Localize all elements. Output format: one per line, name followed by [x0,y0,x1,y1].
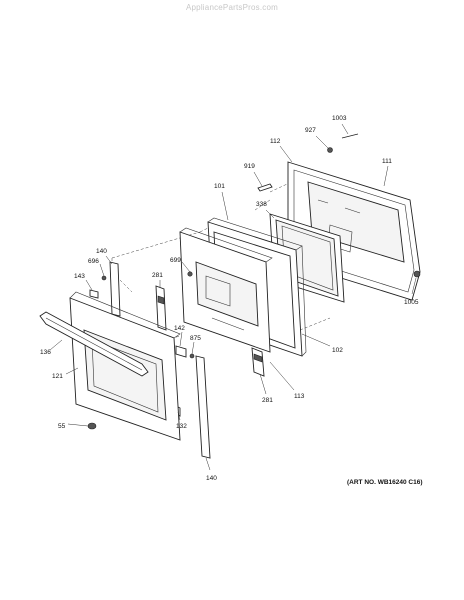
clip-919 [257,183,273,192]
callout-111: 111 [382,158,392,165]
callout-875: 875 [190,335,201,342]
callout-101: 101 [214,183,225,190]
outer-door [39,291,181,441]
callout-113: 113 [294,393,305,400]
door-hardware [257,133,421,278]
side-trim [109,261,211,459]
bumper-1005 [413,270,421,278]
callout-140-top: 140 [96,248,107,255]
callout-102: 102 [332,347,343,354]
callout-927: 927 [305,127,316,134]
callout-1003: 1003 [332,115,347,122]
screw-696 [101,275,107,281]
callout-121: 121 [52,373,63,380]
callout-281-right: 281 [262,397,273,404]
callout-699: 699 [170,257,181,264]
callout-919: 919 [244,163,255,170]
callout-112: 112 [270,138,281,145]
trim-140-bottom [195,355,211,459]
door-hinges [155,285,265,377]
trim-140-top [109,261,121,317]
callout-1005: 1005 [404,299,419,306]
callout-142: 142 [174,325,185,332]
callout-55: 55 [58,423,66,430]
screw-1003 [341,133,359,139]
callout-143: 143 [74,273,85,280]
foot-55 [87,422,97,430]
bracket-143 [89,289,99,299]
callout-338: 338 [256,201,267,208]
callouts: 1003 927 112 111 919 101 338 140 696 143… [40,115,419,482]
callout-140-bottom: 140 [206,475,217,482]
art-number: (ART NO. WB16240 C16) [347,479,423,486]
door-inner-frame [179,227,273,353]
callout-136: 136 [40,349,51,356]
screw-699 [187,271,193,277]
hinge-281-left [155,285,167,331]
callout-281-left: 281 [152,272,163,279]
fastener-927 [327,147,333,153]
clip-142 [175,345,187,358]
watermark: AppliancePartsPros.com [186,3,278,12]
screw-875 [189,353,195,359]
leader-lines [49,123,417,471]
callout-132: 132 [176,423,187,430]
callout-696: 696 [88,258,99,265]
